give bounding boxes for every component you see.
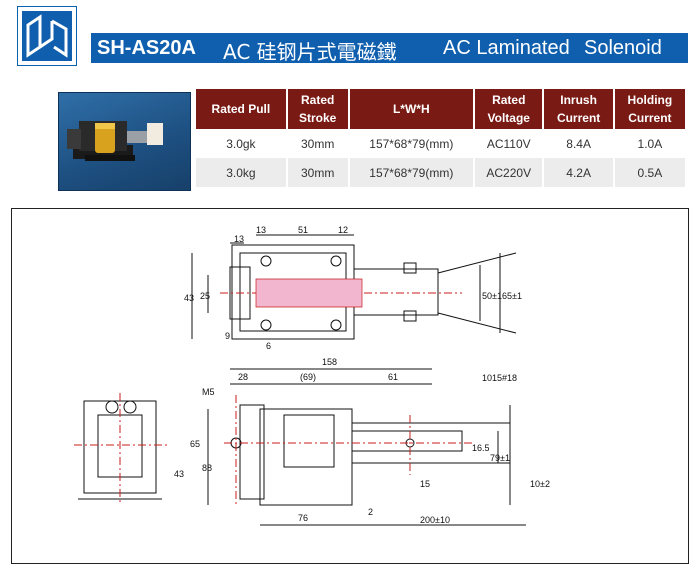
dim-front-15: 2 — [368, 507, 373, 517]
table-cell: 1.0A — [613, 129, 688, 158]
dim-top-1: 13 — [234, 234, 244, 244]
title-english: AC Laminated — [443, 37, 570, 59]
column-header-line: Inrush — [560, 93, 597, 107]
product-photo — [58, 92, 191, 191]
column-header-line: Rated Pull — [211, 102, 271, 116]
table-cell: 8.4A — [543, 129, 615, 158]
dim-top-8: 6 — [266, 341, 271, 351]
dim-front-7: 65 — [190, 439, 200, 449]
dim-front-1: 158 — [322, 357, 337, 367]
company-logo — [17, 6, 77, 66]
title-chinese: AC 硅钢片式電磁鐵 — [223, 40, 397, 64]
column-header-line: Holding — [627, 93, 673, 107]
model-number: SH-AS20A — [97, 37, 196, 59]
column-header-line: Rated — [492, 93, 526, 107]
front-view-body — [259, 408, 353, 506]
column-header-line: Rated — [300, 93, 335, 107]
dim-front-14: 76 — [298, 513, 308, 523]
column-header-line: Current — [556, 111, 601, 125]
dim-top-5: 43 — [184, 293, 194, 303]
dim-top-6: 25 — [200, 291, 210, 301]
dim-front-5: 1015#18 — [482, 373, 517, 383]
dim-front-4: 61 — [388, 372, 398, 382]
dim-front-13: 10±2 — [530, 479, 550, 489]
dim-front-16: 200±10 — [420, 515, 450, 525]
dim-front-8: 88 — [202, 463, 212, 473]
dim-front-3: (69) — [300, 372, 316, 382]
column-header-line: Stroke — [298, 111, 337, 125]
dim-front-11: 79±1 — [490, 453, 510, 463]
dim-top-4: 12 — [338, 225, 348, 235]
dim-top-10: 65±1 — [502, 291, 522, 301]
dim-top-9: 50±1 — [482, 291, 502, 301]
dim-front-2: 28 — [238, 372, 248, 382]
logo-mark — [22, 11, 72, 61]
table-cell: 157*68*79(mm) — [348, 129, 476, 158]
dim-top-2: 13 — [256, 225, 266, 235]
drawing-svg: 13 13 51 12 43 25 9 6 50±1 65±1 158 28 (… — [74, 225, 550, 526]
dim-front-10: 16.5 — [472, 443, 490, 453]
table-cell: 3.0kg — [196, 158, 288, 187]
title-english-2: Solenoid — [584, 37, 662, 59]
column-header-line: Voltage — [487, 111, 530, 125]
dim-front-9: 43 — [174, 469, 184, 479]
column-header: L*W*H — [348, 89, 476, 129]
table-cell: 0.5A — [613, 158, 688, 187]
table-cell: 3.0gk — [196, 129, 288, 158]
dimension-drawing: 13 13 51 12 43 25 9 6 50±1 65±1 158 28 (… — [11, 208, 689, 564]
column-header-line: Current — [628, 111, 672, 125]
table-cell: AC220V — [474, 158, 545, 187]
title-bar: SH-AS20A AC 硅钢片式電磁鐵 AC Laminated Solenoi… — [91, 33, 688, 64]
dim-top-3: 51 — [298, 225, 308, 235]
table-cell: 157*68*79(mm) — [348, 158, 476, 187]
column-header-line: L*W*H — [392, 102, 430, 116]
table-cell: 30mm — [286, 129, 350, 158]
table-cell: 30mm — [286, 158, 350, 187]
column-header: Rated Pull — [196, 89, 288, 129]
dim-front-12: 15 — [420, 479, 430, 489]
dim-front-6: M5 — [202, 387, 215, 397]
table-cell: AC110V — [474, 129, 545, 158]
dim-top-7: 9 — [225, 331, 230, 341]
table-cell: 4.2A — [543, 158, 615, 187]
